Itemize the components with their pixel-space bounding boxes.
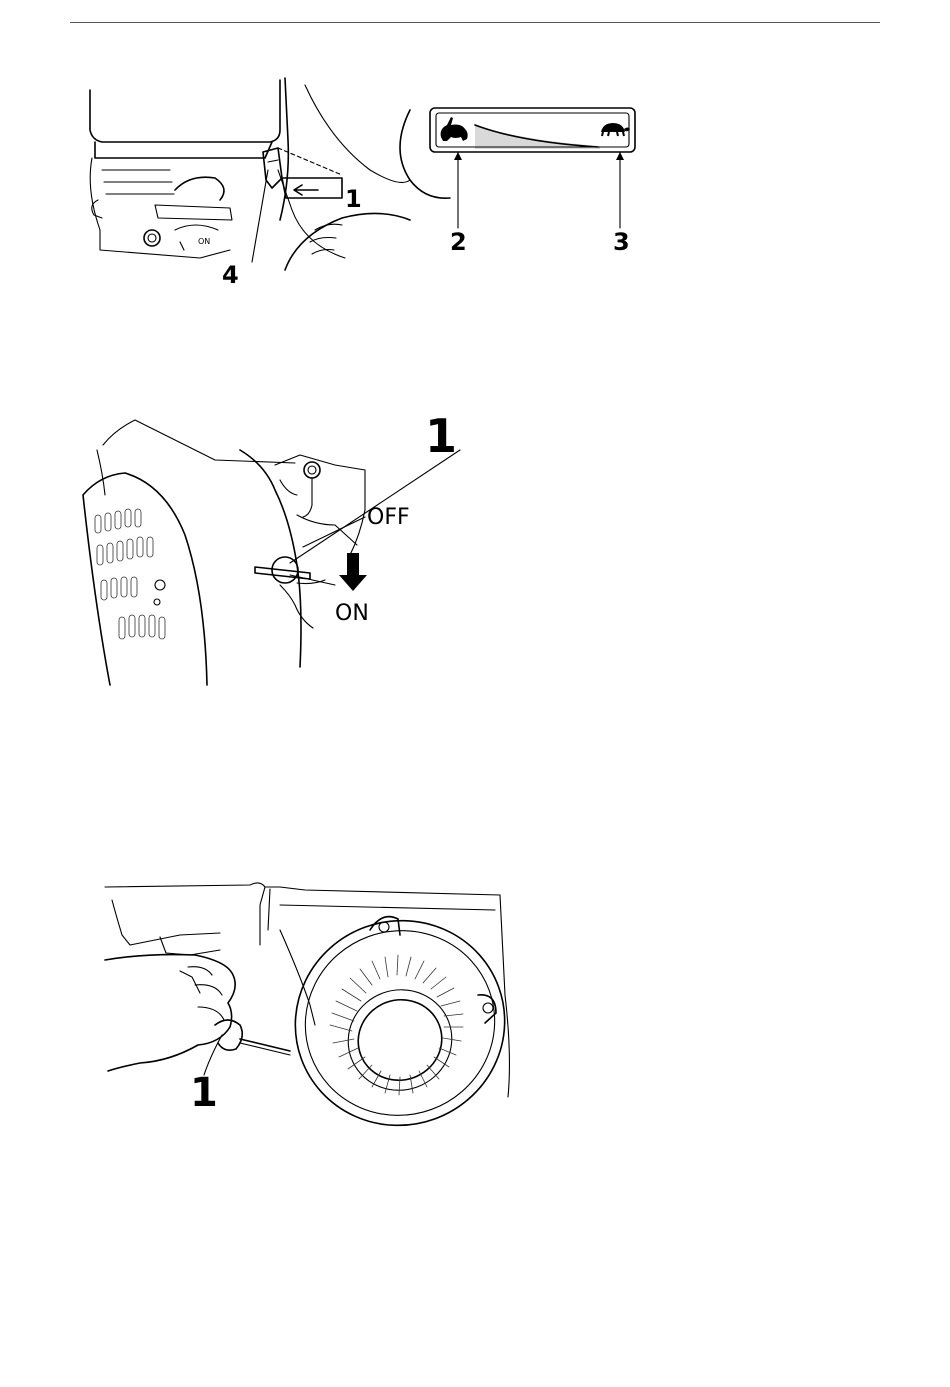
figure-fuel-valve: 1 OFF ON: [75, 405, 475, 690]
callout-1: 1: [190, 1073, 218, 1113]
figure-recoil-starter: 1: [100, 875, 520, 1155]
throttle-illustration: ON: [80, 70, 650, 300]
on-label: ON: [335, 603, 369, 625]
off-label: OFF: [367, 507, 410, 529]
recoil-starter-illustration: [100, 875, 520, 1155]
turtle-icon: [597, 120, 631, 138]
callout-1: 1: [425, 413, 457, 459]
figure-throttle-lever: ON 1: [80, 70, 650, 300]
callout-1: 1: [345, 187, 362, 211]
rabbit-icon: [437, 115, 471, 143]
callout-2: 2: [450, 230, 467, 254]
svg-text:ON: ON: [198, 237, 210, 246]
callout-3: 3: [613, 230, 630, 254]
fuel-valve-illustration: [75, 405, 475, 690]
header-rule: [70, 22, 880, 23]
callout-4: 4: [222, 263, 239, 287]
